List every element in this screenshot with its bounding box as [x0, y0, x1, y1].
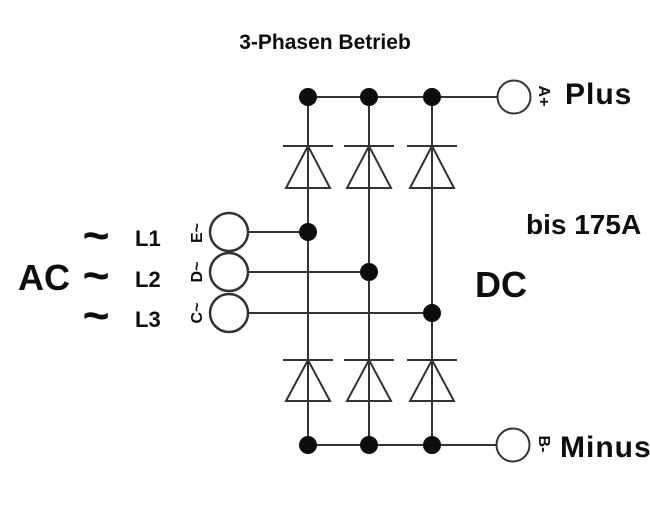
ac-terminal-label-c: C~	[189, 303, 206, 324]
ac-terminal-circle-l1	[208, 211, 250, 253]
junction-dot	[360, 263, 378, 281]
diode-icon	[407, 357, 457, 402]
ac-terminal-circle-l2	[208, 251, 250, 293]
junction-dot	[299, 223, 317, 241]
junction-dot	[360, 88, 378, 106]
plus-label: Plus	[565, 78, 632, 111]
diode-triangle	[408, 357, 456, 402]
dc-plus-terminal-label: A+	[535, 86, 552, 107]
junction-dot	[299, 88, 317, 106]
wires	[248, 96, 498, 446]
junction-dot	[423, 304, 441, 322]
phase-name-l1: L1	[135, 226, 161, 251]
diode-triangle	[345, 357, 393, 402]
diode-triangle	[345, 143, 393, 189]
dc-minus-terminal-label: B-	[535, 436, 552, 453]
junction-dot	[299, 436, 317, 454]
diagram-title: 3-Phasen Betrieb	[239, 31, 411, 54]
diode-triangle	[284, 143, 332, 189]
ac-label: AC	[18, 257, 70, 298]
diode-triangle	[284, 357, 332, 402]
dc-label: DC	[475, 264, 527, 305]
diode-icon	[344, 357, 394, 402]
junction-dot	[423, 436, 441, 454]
diode-icon	[283, 143, 333, 189]
minus-label: Minus	[560, 431, 650, 464]
diode-icon	[344, 143, 394, 189]
phase-name-l2: L2	[135, 267, 161, 292]
ac-terminal-circle-l3	[208, 292, 250, 334]
diode-triangle	[408, 143, 456, 189]
upper-diodes	[283, 143, 457, 189]
dc-minus-terminal-circle	[495, 427, 531, 463]
ac-terminal-label-d: D~	[189, 262, 206, 283]
diode-icon	[407, 143, 457, 189]
sine-wave-symbol-l3: ~	[83, 289, 110, 341]
ac-terminal-label-e: E~	[189, 223, 206, 243]
dc-plus-terminal-circle	[496, 79, 532, 115]
junction-dot	[423, 88, 441, 106]
junction-dots	[299, 88, 441, 454]
diode-icon	[283, 357, 333, 402]
sine-wave-symbol-l2: ~	[83, 249, 110, 301]
terminals	[208, 79, 532, 463]
junction-dot	[360, 436, 378, 454]
rating-label: bis 175A	[526, 209, 641, 240]
phase-name-l3: L3	[135, 307, 161, 332]
sine-wave-symbol-l1: ~	[83, 209, 110, 261]
lower-diodes	[283, 357, 457, 402]
